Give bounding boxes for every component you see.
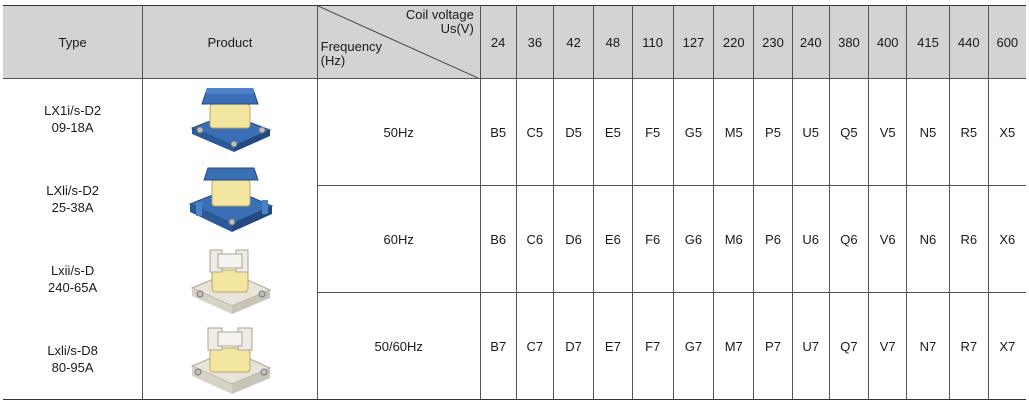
code-cell: U5 [791,78,830,186]
code-cell: R6 [948,185,989,293]
voltage-header: 127 [672,5,715,79]
white-coil-icon [190,327,272,394]
frequency-cell: 50/60Hz [317,292,481,400]
type-entry: Lxli/s-D8 80-95A [3,342,142,376]
code-cell: N5 [906,78,950,186]
type-model: Lxii/s-D [50,263,95,278]
type-range: 80-95A [51,360,94,375]
code-cell: N6 [906,185,950,293]
code-cell: E7 [593,292,633,400]
code-cell: E6 [593,185,633,293]
code-cell: N7 [906,292,950,400]
code-cell: X6 [987,185,1026,293]
voltage-header: 36 [515,5,555,79]
code-cell: G6 [672,185,715,293]
code-cell: G5 [672,78,715,186]
type-entry: LXli/s-D2 25-38A [3,182,142,216]
code-cell: X5 [987,78,1026,186]
code-cell: U7 [791,292,830,400]
code-cell: F6 [631,185,674,293]
table-row: 50/60Hz B7 C7 D7 E7 F7 G7 M7 P7 U7 Q7 V7… [3,292,1026,400]
code-cell: C7 [515,292,555,400]
product-header: Product [142,5,318,79]
type-range: 240-65A [48,280,98,295]
product-cell [142,78,318,400]
code-cell: D7 [553,292,594,400]
type-range: 25-38A [51,200,94,215]
code-cell: U6 [791,185,830,293]
frequency-cell: 60Hz [317,185,481,293]
voltage-header: 380 [828,5,870,79]
code-cell: F5 [631,78,674,186]
coil-code-table: Type Product Coil voltage Us(V) Frequenc… [3,5,1026,400]
code-cell: P7 [753,292,793,400]
us-v-text: Us(V) [440,21,474,36]
voltage-header: 240 [791,5,830,79]
voltage-header: 110 [631,5,674,79]
frequency-label: Frequency (Hz) [321,40,382,68]
code-cell: B6 [479,185,517,293]
code-cell: M6 [713,185,755,293]
code-cell: M7 [713,292,755,400]
table-row: 60Hz B6 C6 D6 E6 F6 G6 M6 P6 U6 Q6 V6 N6… [3,185,1026,293]
code-cell: D5 [553,78,594,186]
coil-voltage-text: Coil voltage [405,7,474,22]
code-cell: C6 [515,185,555,293]
code-cell: M5 [713,78,755,186]
code-cell: Q5 [828,78,870,186]
code-cell: V7 [868,292,908,400]
code-cell: E5 [593,78,633,186]
code-cell: B5 [479,78,517,186]
code-cell: R7 [948,292,989,400]
code-cell: B7 [479,292,517,400]
code-cell: F7 [631,292,674,400]
diagonal-divider [317,6,478,78]
voltage-header: 400 [868,5,908,79]
coil-voltage-label: Coil voltage Us(V) [406,8,474,36]
type-entry: LX1i/s-D2 09-18A [3,102,142,136]
code-cell: D6 [553,185,594,293]
code-cell: X7 [987,292,1026,400]
type-entry: Lxii/s-D 240-65A [3,262,142,296]
code-cell: C5 [515,78,555,186]
code-cell: P6 [753,185,793,293]
type-range: 09-18A [51,120,94,135]
voltage-header: 230 [753,5,793,79]
code-cell: V5 [868,78,908,186]
header-row: Type Product Coil voltage Us(V) Frequenc… [3,5,1026,79]
voltage-header: 42 [553,5,594,79]
type-model: Lxli/s-D8 [47,343,98,358]
frequency-text: Frequency [320,39,383,54]
code-cell: Q7 [828,292,870,400]
frequency-cell: 50Hz [316,78,481,186]
code-cell: R5 [948,78,989,186]
code-cell: Q6 [828,185,870,293]
table-row: LX1i/s-D2 09-18A LXli/s-D2 25-38A Lxii/s… [3,78,1026,400]
voltage-header: 220 [713,5,755,79]
voltage-header: 440 [948,5,989,79]
white-coil-icon [190,249,272,314]
hz-text: (Hz) [320,53,346,68]
voltage-header: 600 [987,5,1026,79]
blue-coil-icon [188,167,274,232]
code-cell: P5 [753,78,793,186]
voltage-header: 24 [479,5,517,79]
code-cell: V6 [868,185,908,293]
voltage-header: 48 [593,5,633,79]
type-model: LX1i/s-D2 [44,103,102,118]
voltage-header: 415 [906,5,950,79]
voltage-frequency-header: Coil voltage Us(V) Frequency (Hz) [316,5,481,79]
code-cell: G7 [672,292,715,400]
type-cell: LX1i/s-D2 09-18A LXli/s-D2 25-38A Lxii/s… [3,78,144,400]
type-model: LXli/s-D2 [46,183,99,198]
type-header: Type [3,5,144,79]
blue-coil-icon [190,88,272,152]
